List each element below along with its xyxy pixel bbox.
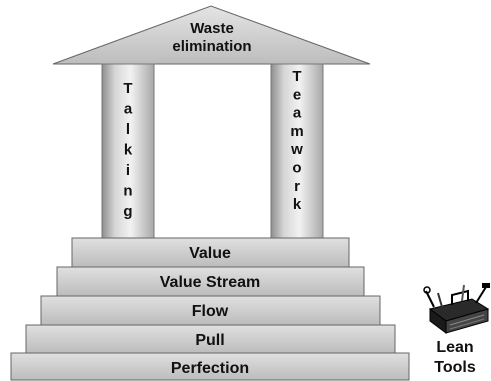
step-pull	[25, 324, 396, 354]
right-pillar-letter: e	[293, 86, 301, 103]
step-pull-label: Pull	[195, 332, 224, 349]
left-pillar-letter: l	[126, 121, 130, 138]
right-pillar-letter: m	[290, 123, 303, 140]
right-pillar-letter: a	[293, 105, 302, 122]
left-pillar-letter: n	[123, 183, 132, 200]
steps: Value Value Stream Flow Pull Perfection	[10, 237, 410, 381]
roof-label-line1: Waste	[190, 20, 234, 37]
right-pillar-letter: r	[294, 178, 300, 195]
left-pillar-column	[101, 63, 155, 239]
toolbox-icon	[423, 283, 490, 334]
step-flow-label: Flow	[192, 303, 229, 320]
roof: Waste elimination	[52, 5, 371, 65]
right-pillar-letter: w	[290, 141, 303, 158]
right-pillar-letter: T	[292, 68, 301, 85]
roof-shape	[52, 5, 371, 65]
left-pillar-letter: a	[124, 101, 133, 118]
right-pillar-column	[270, 63, 324, 239]
left-pillar-letter: k	[124, 142, 133, 159]
tools-label-line2: Tools	[434, 359, 476, 376]
step-perfection-label: Perfection	[171, 360, 249, 377]
tools-label-line1: Lean	[436, 339, 473, 356]
left-pillar-letter: T	[123, 80, 132, 97]
step-perfection	[10, 352, 410, 381]
step-value-label: Value	[189, 245, 231, 262]
right-pillar-letter: k	[293, 196, 302, 213]
roof-label-line2: elimination	[172, 38, 251, 55]
left-pillar-letter: g	[123, 203, 132, 220]
left-pillar-letter: i	[126, 162, 130, 179]
right-pillar-letter: o	[292, 160, 301, 177]
step-value-stream-label: Value Stream	[160, 274, 261, 291]
